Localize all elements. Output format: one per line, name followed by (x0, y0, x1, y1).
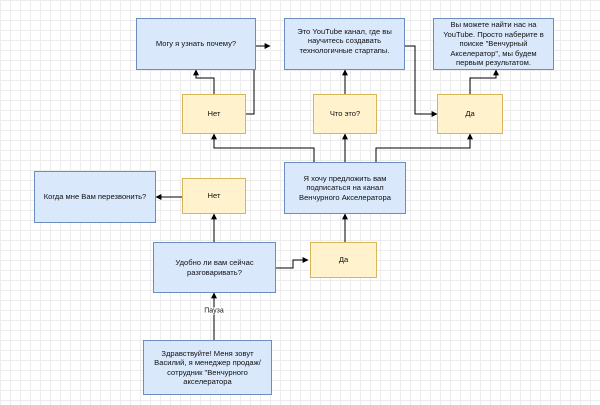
edge-convenient-to-yes-bottom (276, 257, 309, 269)
edge-no-top-up (193, 69, 215, 94)
why-node[interactable]: Могу я узнать почему? (136, 18, 256, 70)
greeting-node-text: Здравствуйте! Меня зовут Василий, я мене… (154, 348, 261, 386)
no-left-node[interactable]: Нет (182, 178, 246, 214)
yes-top-node-text: Да (465, 109, 475, 119)
no-top-node-text: Нет (207, 109, 221, 119)
yes-bottom-node-text: Да (338, 255, 349, 265)
why-node-text: Могу я узнать почему? (155, 39, 237, 49)
offer-node-text: Я хочу предложить вам подписаться на кан… (299, 173, 391, 202)
find-us-node[interactable]: Вы можете найти нас на YouTube. Просто н… (433, 18, 554, 70)
edge-offer-to-no-top (211, 133, 315, 162)
no-left-node-text: Нет (207, 191, 221, 201)
find-us-node-text: Вы можете найти нас на YouTube. Просто н… (443, 20, 544, 68)
yes-bottom-node[interactable]: Да (310, 242, 377, 278)
edge-label-pause: Пауза (202, 307, 226, 315)
edge-no-top-to-why (246, 43, 271, 115)
edge-desc-to-yes-top (405, 45, 438, 117)
what-node[interactable]: Что это? (313, 94, 377, 134)
youtube-desc-node-text: Это YouTube канал, где вы научитесь созд… (297, 27, 392, 55)
edge-yes-top-to-findus (469, 69, 499, 94)
greeting-node[interactable]: Здравствуйте! Меня зовут Василий, я мене… (143, 340, 272, 395)
convenient-node-text: Удобно ли вам сейчас разговаривать? (175, 258, 254, 277)
offer-node[interactable]: Я хочу предложить вам подписаться на кан… (284, 162, 406, 214)
callback-node-text: Когда мне Вам перезвонить? (43, 192, 147, 202)
no-top-node[interactable]: Нет (182, 94, 246, 134)
convenient-node[interactable]: Удобно ли вам сейчас разговаривать? (153, 242, 276, 293)
edge-offer-to-yes-top (375, 133, 473, 162)
what-node-text: Что это? (329, 109, 361, 119)
youtube-desc-node[interactable]: Это YouTube канал, где вы научитесь созд… (284, 18, 405, 70)
callback-node[interactable]: Когда мне Вам перезвонить? (34, 171, 156, 223)
yes-top-node[interactable]: Да (437, 94, 503, 134)
